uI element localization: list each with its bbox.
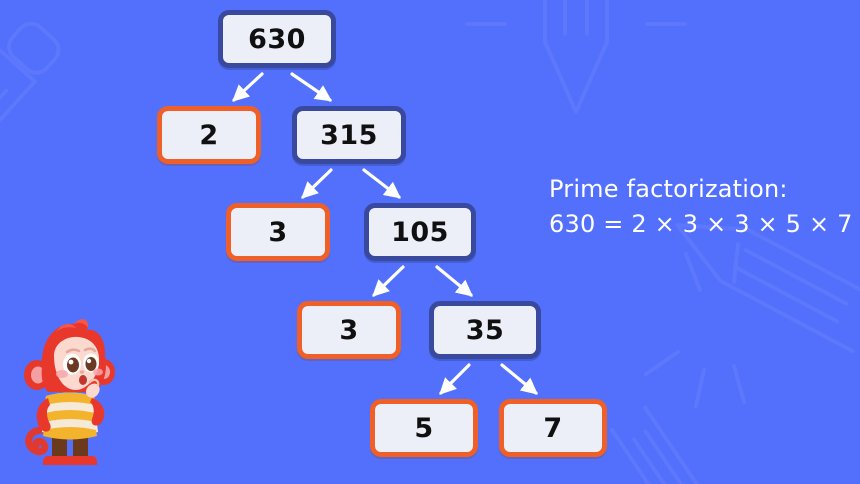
edge-630-315 xyxy=(290,72,333,102)
caption-line-2: 630 = 2 × 3 × 3 × 5 × 7 xyxy=(549,209,853,238)
node-5[interactable]: 5 xyxy=(370,399,478,457)
prime-factorization-caption: Prime factorization: 630 = 2 × 3 × 3 × 5… xyxy=(549,172,853,242)
node-label: 7 xyxy=(543,412,563,444)
edge-105-35 xyxy=(435,265,473,297)
node-label: 315 xyxy=(320,119,378,151)
edge-35-5 xyxy=(439,363,471,395)
caption-line-1: Prime factorization: xyxy=(549,175,788,203)
node-35[interactable]: 35 xyxy=(429,301,541,359)
node-2[interactable]: 2 xyxy=(157,106,261,164)
node-105[interactable]: 105 xyxy=(364,203,476,261)
node-3-level3[interactable]: 3 xyxy=(297,301,401,359)
edge-35-7 xyxy=(500,363,538,395)
node-7[interactable]: 7 xyxy=(499,399,607,457)
edge-315-3 xyxy=(301,168,333,199)
node-315[interactable]: 315 xyxy=(292,106,406,164)
node-label: 630 xyxy=(248,23,306,55)
edge-315-105 xyxy=(362,168,401,199)
node-label: 3 xyxy=(339,314,359,346)
edge-630-2 xyxy=(232,72,264,102)
edge-105-3 xyxy=(372,265,405,297)
node-label: 3 xyxy=(268,216,288,248)
node-630[interactable]: 630 xyxy=(218,10,336,68)
node-label: 35 xyxy=(465,314,505,346)
node-label: 2 xyxy=(199,119,219,151)
node-label: 105 xyxy=(391,216,449,248)
node-3-level2[interactable]: 3 xyxy=(226,203,330,261)
monkey-mascot xyxy=(12,312,130,482)
node-label: 5 xyxy=(414,412,434,444)
